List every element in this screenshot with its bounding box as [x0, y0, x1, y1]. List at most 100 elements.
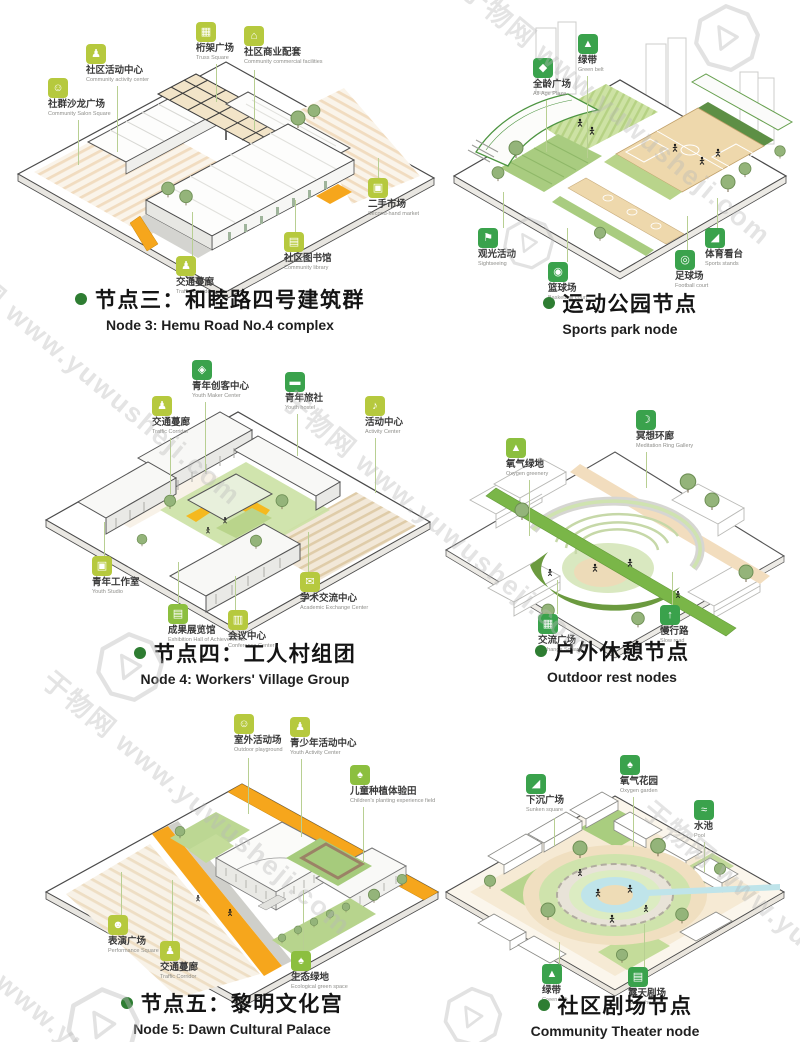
panel-title: 节点五：黎明文化宫 Node 5: Dawn Cultural Palace: [80, 988, 384, 1037]
panel-title-zh: 节点三：和睦路四号建筑群: [95, 289, 365, 312]
truss-grid-icon: ▦: [196, 22, 216, 42]
callout-community-activity-center: ♟ 社区活动中心 Community activity center: [86, 44, 149, 83]
panel-title: 运动公园节点 Sports park node: [470, 288, 770, 337]
leader-line: [172, 880, 173, 941]
leader-line: [587, 76, 588, 158]
callout-exhibition-hall: ▤ 成果展览馆 Exhibition Hall of Achievements: [168, 604, 245, 643]
grad-cap-icon: ◈: [192, 360, 212, 380]
shop-house-icon: ⌂: [244, 26, 264, 46]
callout-traffic-corridor: ♟ 交通蔓廊 Traffic Corridor: [176, 256, 214, 295]
book-icon: ▤: [284, 232, 304, 252]
leader-line: [297, 414, 298, 456]
callout-salon-square: ☺ 社群沙龙广场 Community Salon Square: [48, 78, 111, 117]
leader-line: [717, 198, 718, 228]
panel-outdoor-rest: ☽ 冥想环廊 Meditation Ring Gallery ▲ 氧气绿地 Ox…: [430, 380, 800, 690]
leader-line: [646, 452, 647, 488]
callout-youth-activity-center: ♟ 青少年活动中心 Youth Activity Center: [290, 717, 357, 756]
callout-amphitheater: ▤ 露天剧场 Amphitheater: [628, 967, 666, 1006]
callout-oxygen-greenery: ▲ 氧气绿地 Oxygen greenery: [506, 438, 548, 477]
callout-youth-hostel: ▬ 青年旅社 Youth hostel: [285, 372, 323, 411]
people-icon: ☺: [234, 714, 254, 734]
leader-line: [704, 842, 705, 872]
callout-conference-center: ▥ 会议中心 Conference Center: [228, 610, 274, 649]
leader-line: [301, 759, 302, 837]
panel-community-theater: ◢ 下沉广场 Sunken square ♠ 氧气花园 Oxygen garde…: [430, 700, 800, 1042]
panel-title: 节点四：工人村组团 Node 4: Workers' Village Group: [95, 638, 395, 687]
callout-sports-stands: ◢ 体育看台 Sports stands: [705, 228, 743, 267]
panel-sports-park: ▲ 绿带 Green belt ◆ 全龄广场 All-Age Plaza ⚑ 观…: [440, 0, 800, 340]
sports-park-illustration: [452, 21, 794, 280]
leader-line: [170, 438, 171, 494]
lock-plaza-icon: ◆: [533, 58, 553, 78]
callout-youth-studio: ▣ 青年工作室 Youth Studio: [92, 556, 140, 595]
meeting-icon: ▥: [228, 610, 248, 630]
panel-title: 社区剧场节点 Community Theater node: [460, 990, 770, 1039]
leader-line: [375, 438, 376, 493]
callout-green-belt: ▲ 绿带 Green belt: [542, 964, 568, 1003]
callout-pool: ≈ 水池 Pool: [694, 800, 714, 839]
leader-line: [248, 758, 249, 814]
panel-title-zh: 社区剧场节点: [557, 995, 693, 1018]
leader-line: [378, 158, 379, 178]
panel-title-zh: 节点五：黎明文化宫: [140, 993, 344, 1016]
panel-title-en: Sports park node: [562, 321, 678, 337]
title-bullet: [75, 293, 87, 305]
panel-title: 户外休憩节点 Outdoor rest nodes: [460, 636, 764, 685]
leader-line: [557, 580, 558, 614]
moon-leaf-icon: ☽: [636, 410, 656, 430]
panel-title-en: Community Theater node: [530, 1023, 700, 1039]
title-bullet: [537, 999, 550, 1011]
landscape-icon: ▲: [578, 34, 598, 54]
leader-line: [104, 522, 105, 556]
leader-line: [546, 100, 547, 152]
title-bullet: [542, 297, 555, 309]
title-bullet: [120, 997, 133, 1009]
outdoor-rest-illustration: [444, 451, 786, 659]
mask-icon: ☻: [108, 915, 128, 935]
callout-label-zh: 社区活动中心: [86, 65, 144, 76]
pedestrian-icon: ♟: [176, 256, 196, 276]
leader-line: [192, 212, 193, 256]
leader-line: [308, 532, 309, 572]
leader-line: [303, 890, 304, 951]
leader-line: [117, 86, 118, 152]
callout-activity-center: ♪ 活动中心 Activity Center: [365, 396, 403, 435]
callout-secondhand-market: ▣ 二手市场 Second-hand market: [368, 178, 419, 217]
panel-title-en: Outdoor rest nodes: [547, 669, 677, 685]
leader-line: [121, 872, 122, 915]
callout-green-belt: ▲ 绿带 Green belt: [578, 34, 604, 73]
exhibit-grid-icon: ▤: [168, 604, 188, 624]
signpost-icon: ↑: [660, 605, 680, 625]
callout-traffic-corridor: ♟ 交通蔓廊 Traffic Corridor: [152, 396, 190, 435]
leader-line: [529, 480, 530, 536]
leader-line: [205, 402, 206, 472]
certificate-icon: ✉: [300, 572, 320, 592]
callout-traffic-corridor: ♟ 交通蔓廊 Traffic Corridor: [160, 941, 198, 980]
callout-all-age-plaza: ◆ 全龄广场 All-Age Plaza: [533, 58, 571, 97]
callout-sunken-square: ◢ 下沉广场 Sunken square: [526, 774, 564, 813]
panel-title-zh: 节点四：工人村组团: [153, 643, 357, 666]
stands-flag-icon: ◢: [705, 228, 725, 248]
trees-icon: ♠: [291, 951, 311, 971]
callout-football-court: ◎ 足球场 Football court: [675, 250, 708, 289]
leader-line: [503, 192, 504, 228]
music-activity-icon: ♪: [365, 396, 385, 416]
leader-line: [178, 562, 179, 604]
panel-title: 节点三：和睦路四号建筑群 Node 3: Hemu Road No.4 comp…: [40, 284, 400, 333]
leader-line: [687, 216, 688, 250]
node5-illustration: [44, 783, 440, 1008]
leader-line: [672, 572, 673, 605]
trees-icon: ♠: [350, 765, 370, 785]
sofa-chat-icon: ☺: [48, 78, 68, 98]
callout-sightseeing: ⚑ 观光活动 Sightseeing: [478, 228, 516, 267]
callout-performance-square: ☻ 表演广场 Performance Square: [108, 915, 159, 954]
leader-line: [633, 797, 634, 847]
leader-line: [363, 807, 364, 863]
monitor-icon: ▣: [92, 556, 112, 576]
mountain-tree-icon: ▲: [506, 438, 526, 458]
callout-oxygen-garden: ♠ 氧气花园 Oxygen garden: [620, 755, 658, 794]
callout-slow-road: ↑ 慢行路 Slow road: [660, 605, 689, 644]
node4-illustration: [44, 411, 432, 638]
community-theater-illustration: [444, 791, 786, 997]
